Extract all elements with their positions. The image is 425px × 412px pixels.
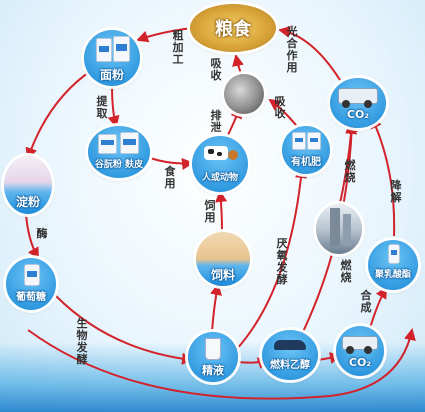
edge-label-enzyme: 酶 [36,227,48,240]
starch-label: 淀粉 [15,195,40,209]
edge-label-process: 粗加工 [172,29,184,66]
edge-label-feed: 饲用 [204,199,216,224]
arrow-gluten-to-livestock [149,157,194,170]
co2-bottom-node: CO₂ [336,326,384,376]
bran-bag-icon [120,132,139,154]
co2-bottom-label: CO₂ [348,356,372,369]
flour-node: 面粉 [84,30,140,86]
spent-wash-label: 精液 [202,364,224,377]
organic-fertilizer-node: 有机肥 [282,126,330,174]
grain-label: 粮食 [215,19,251,40]
arrow-spentwash-to-feed [210,283,222,333]
arrow-starch-to-glucose [25,213,39,260]
arrow-tower-to-co2top [337,122,358,213]
soil-node [224,74,264,114]
arrow-spentwash-to-fertilizer [235,166,307,351]
fertilizer-bag-icon [292,132,306,150]
car-icon [274,340,306,350]
chicken-icon [228,150,238,160]
truck-wheel-icon [342,100,350,108]
organic-fertilizer-label: 有机肥 [291,157,321,168]
co2-top-label: CO₂ [346,108,370,121]
gluten-box-icon [98,134,117,154]
starch-node: 淀粉 [4,156,52,214]
pla-bottle-icon [388,244,400,264]
gluten-bran-node: 谷朊粉 麸皮 [88,126,150,178]
flour-bag-icon [96,38,112,62]
flour-bag-icon-2 [113,36,130,62]
arrow-feed-to-livestock [215,190,228,233]
edge-label-anaerobic: 厌氧发酵 [276,237,288,286]
edge-label-burn-lower: 燃烧 [340,259,352,284]
arrow-grain-to-flour [136,27,193,43]
factory-node [316,204,362,254]
beaker-icon [205,338,221,360]
polylactic-acid-label: 聚乳酸酯 [374,270,411,280]
truck-wheel-bottom-icon-2 [364,346,372,354]
glucose-label: 葡萄糖 [16,292,46,303]
arrow-co2top-to-grain [278,25,341,81]
edge-label-absorb-left: 吸收 [210,57,222,82]
cow-icon [204,146,228,160]
edge-label-degrade: 降解 [390,179,402,204]
flour-label: 面粉 [99,68,124,82]
polylactic-acid-node: 聚乳酸酯 [368,240,418,290]
gluten-bran-label: 谷朊粉 麸皮 [94,160,144,170]
edge-label-absorb-right: 吸收 [274,95,286,120]
edge-label-biofermentation: 生物发酵 [76,317,88,366]
fuel-ethanol-label: 燃料乙醇 [270,360,310,371]
arrow-co2bottom-to-pla [369,286,387,329]
edge-label-eat: 食用 [164,165,176,190]
co2-top-node: CO₂ [330,78,386,128]
arrow-flour-to-starch [25,69,93,160]
grain-node: 粮食 [190,4,276,52]
glucose-jar-icon [24,264,40,286]
edge-label-synthesis: 合成 [360,289,372,314]
arrow-glucose-to-spentwash [55,295,194,365]
truck-wheel-icon-2 [364,100,372,108]
arrow-soil-to-grain [232,54,244,77]
spent-wash-node: 精液 [188,332,238,382]
arrow-flour-to-gluten [107,85,120,128]
edge-label-burn-upper: 燃烧 [344,159,356,184]
feed-label: 饲料 [210,268,235,282]
fuel-ethanol-node: 燃料乙醇 [262,330,318,380]
truck-wheel-bottom-icon [346,346,354,354]
factory-tower-icon-2 [343,214,351,246]
fertilizer-bag-icon-2 [307,132,321,150]
edge-label-photosynthesis: 光合作用 [286,25,298,74]
edge-label-excrete: 排泄 [210,109,222,134]
arrow-outer-bottom [27,328,416,400]
glucose-node: 葡萄糖 [6,258,56,310]
livestock-node: 人或动物 [192,136,248,192]
edge-label-extract: 提取 [96,95,108,120]
livestock-label: 人或动物 [201,173,238,183]
feed-node: 饲料 [196,232,250,286]
factory-tower-icon [330,208,340,246]
arrow-pla-to-co2top [370,116,396,237]
